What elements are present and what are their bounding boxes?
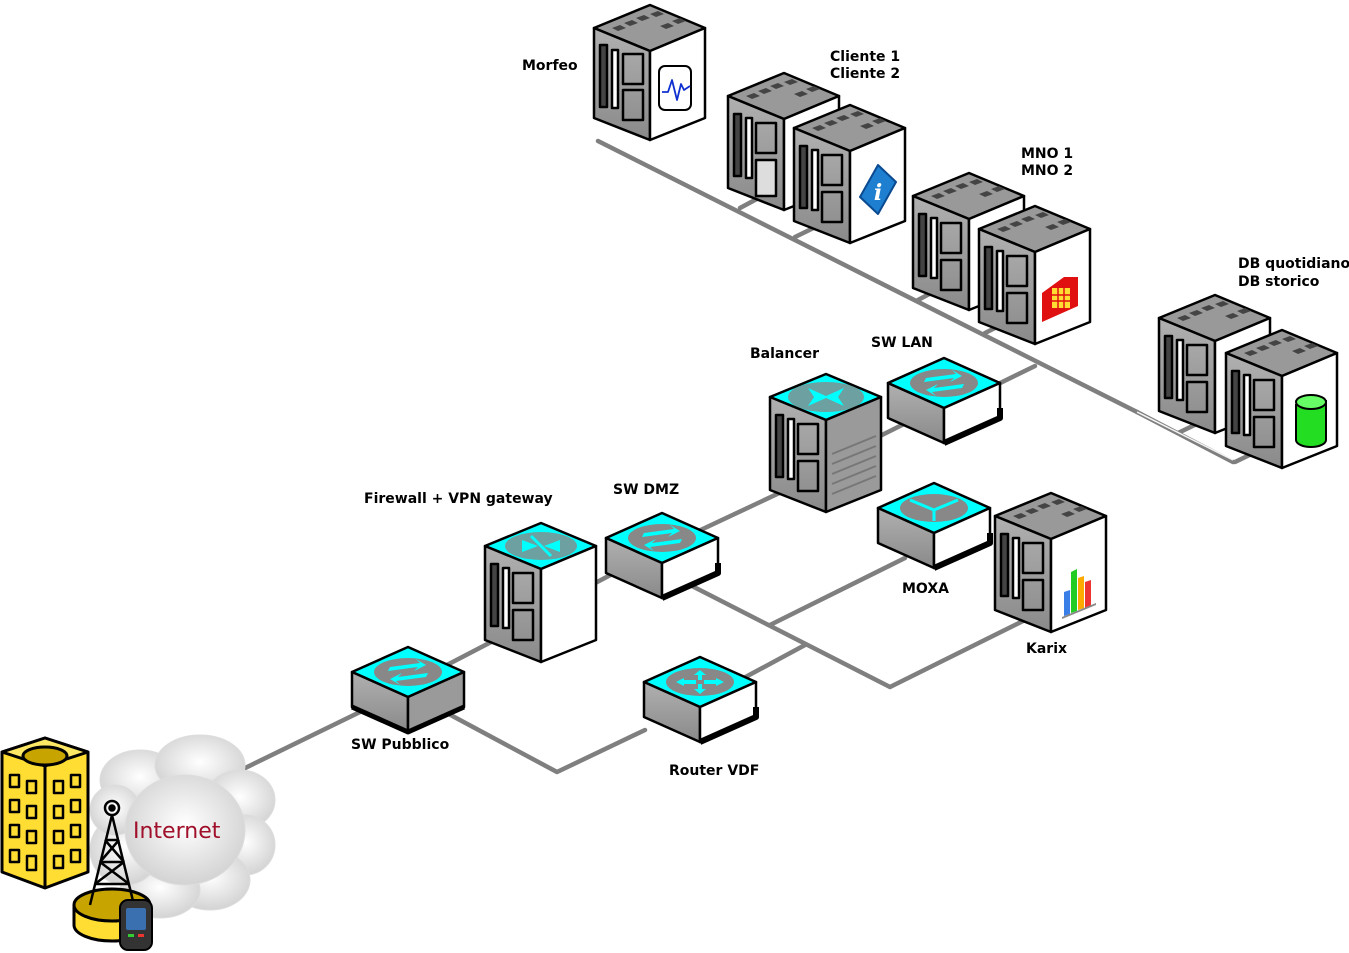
switch-dmz [604,511,721,601]
label-db-storico: DB storico [1238,274,1320,290]
cable-moxa [767,555,908,628]
label-mno1: MNO 1 [1021,146,1074,162]
cable-swdmz-karix [687,582,1028,690]
server-balancer [768,372,883,514]
server-morfeo [592,3,707,142]
mobile-phone-icon [119,899,153,951]
router-vdf [642,655,759,745]
label-mno2: MNO 2 [1021,163,1074,179]
label-balancer: Balancer [750,346,820,362]
switch-moxa [876,481,993,571]
server-db-storico [1224,328,1339,470]
label-cliente2: Cliente 2 [830,66,901,82]
switch-lan [886,356,1003,446]
server-cliente2: i [792,103,907,245]
svg-text:i: i [874,180,882,206]
cable-router-moxa-trunk [737,642,808,683]
label-cliente1: Cliente 1 [830,49,901,65]
cloud-icon [89,734,276,919]
label-moxa: MOXA [902,581,949,597]
info-icon: i [859,164,897,215]
monitor-chart-icon [658,65,692,111]
server-firewall [483,521,598,664]
label-router-vdf: Router VDF [669,763,760,779]
building-icon [0,736,90,890]
bar-chart-icon [1062,569,1096,619]
cable-swpub-fw [442,637,498,669]
label-morfeo: Morfeo [522,58,578,74]
label-internet: Internet [133,819,221,844]
cable-backbone-lan [595,138,1140,415]
label-karix: Karix [1026,641,1068,657]
label-db-quotidiano: DB quotidiano [1238,256,1349,272]
label-sw-pubblico: SW Pubblico [351,737,450,753]
switch-pubblico [350,645,466,735]
cable-swdmz-balancer [687,485,793,538]
server-karix [993,491,1108,634]
database-icon [1295,394,1327,448]
label-sw-lan: SW LAN [871,335,933,351]
label-sw-dmz: SW DMZ [613,482,680,498]
cable-swpub-router [442,709,648,775]
server-mno2 [977,204,1092,346]
label-firewall: Firewall + VPN gateway [364,491,553,507]
sim-card-icon [1042,277,1078,322]
